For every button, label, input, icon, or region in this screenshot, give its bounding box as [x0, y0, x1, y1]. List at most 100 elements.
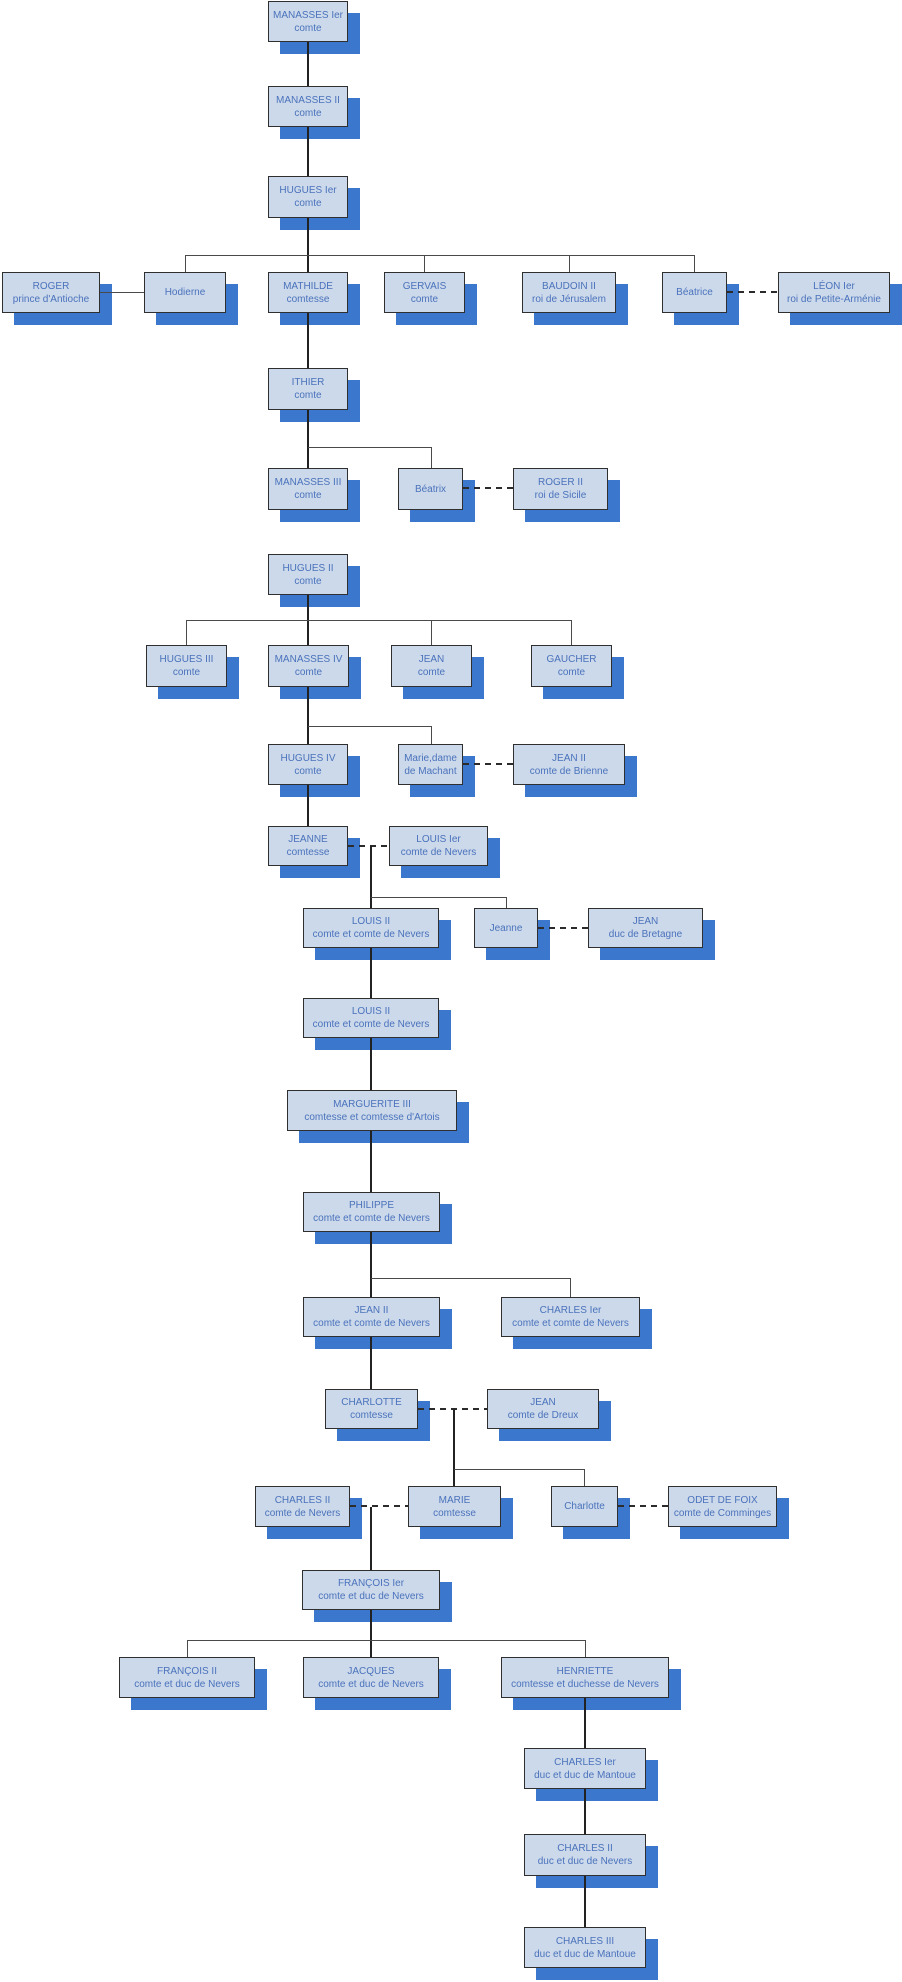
person-title: comtesse: [286, 293, 330, 305]
descent-connector-line: [454, 1468, 584, 1470]
descent-connector-line: [430, 620, 432, 645]
person-name: CHARLOTTE: [341, 1397, 402, 1408]
descent-connector-line: [568, 255, 570, 272]
person-title: comte et comte de Nevers: [313, 1318, 430, 1329]
person-title: comte de Brienne: [529, 765, 609, 777]
person-title: comte de Nevers: [400, 847, 477, 858]
person-name: JEAN: [530, 1397, 556, 1408]
descent-connector-line: [370, 1337, 372, 1389]
marriage-connector-line: [350, 1505, 408, 1507]
person-title: comte: [557, 667, 586, 678]
descent-connector-line: [186, 619, 571, 621]
descent-connector-line: [307, 127, 309, 176]
person-title: comte et comte de Nevers: [312, 1019, 430, 1030]
descent-connector-line: [307, 218, 309, 272]
person-name: FRANÇOIS Ier: [337, 1578, 405, 1589]
person-title: comte et duc de Nevers: [318, 1678, 424, 1690]
person-name: Béatrix: [414, 483, 447, 495]
person-name: ROGER: [32, 280, 70, 292]
person-name: MARGUERITE III: [333, 1098, 411, 1110]
descent-connector-line: [693, 255, 695, 272]
person-name: CHARLES III: [555, 1935, 615, 1947]
person-name: FRANÇOIS II: [156, 1665, 217, 1677]
person-node-hodierne: Hodierne: [144, 272, 226, 313]
person-title: comte et comte de Nevers: [313, 1213, 430, 1224]
descent-connector-line: [187, 1639, 585, 1641]
descent-connector-line: [453, 1409, 455, 1486]
person-node-philippe: PHILIPPE comte et comte de Nevers: [303, 1192, 440, 1232]
person-title: comte et comte de Nevers: [512, 1318, 629, 1329]
person-title: comte: [294, 667, 323, 678]
marriage-connector-line: [463, 763, 513, 765]
descent-connector-line: [370, 948, 372, 998]
person-node-louis-2-b: LOUIS II comte et comte de Nevers: [303, 998, 439, 1038]
person-node-charles-1: CHARLES Ier comte et comte de Nevers: [501, 1297, 640, 1337]
person-name: CHARLES Ier: [554, 1756, 616, 1768]
person-name: CHARLES Ier: [539, 1305, 602, 1316]
person-title: de Machant: [404, 765, 457, 777]
descent-connector-line: [584, 1698, 586, 1748]
person-name: Hodierne: [164, 287, 206, 298]
descent-connector-line: [370, 1232, 372, 1297]
person-title: comte: [417, 667, 446, 678]
person-name: PHILIPPE: [348, 1200, 395, 1211]
person-title: comte: [294, 198, 322, 209]
descent-connector-line: [185, 254, 694, 256]
descent-connector-line: [505, 897, 507, 908]
person-node-jeanne-2: Jeanne: [474, 908, 538, 948]
descent-connector-line: [186, 1640, 188, 1657]
person-name: Charlotte: [564, 1501, 605, 1512]
person-name: BAUDOIN II: [542, 280, 596, 292]
person-name: ITHIER: [291, 377, 325, 388]
person-name: HUGUES IV: [280, 752, 336, 764]
person-node-hugues-1: HUGUES Ier comte: [268, 176, 348, 218]
person-name: HUGUES Ier: [279, 185, 337, 196]
descent-connector-line: [569, 1278, 571, 1297]
marriage-connector-line: [618, 1505, 668, 1507]
person-title: comtesse: [433, 1507, 476, 1519]
descent-connector-line: [430, 726, 432, 744]
descent-connector-line: [371, 896, 506, 898]
person-name: CHARLES II: [557, 1843, 613, 1854]
descent-connector-line: [100, 291, 144, 293]
person-name: MARIE: [438, 1494, 471, 1506]
person-name: LOUIS Ier: [416, 834, 461, 845]
person-title: prince d'Antioche: [12, 293, 90, 305]
descent-connector-line: [308, 725, 431, 727]
person-node-francois-1: FRANÇOIS Ier comte et duc de Nevers: [302, 1570, 440, 1610]
person-title: comte et duc de Nevers: [318, 1591, 424, 1602]
person-title: comte: [294, 107, 322, 119]
descent-connector-line: [423, 255, 425, 272]
person-name: HUGUES III: [159, 654, 214, 665]
person-name: Béatrice: [676, 287, 713, 298]
descent-connector-line: [370, 1507, 372, 1570]
descent-connector-line: [185, 620, 187, 645]
person-name: JEANNE: [288, 834, 328, 845]
person-name: LOUIS II: [351, 1006, 391, 1017]
descent-connector-line: [370, 1610, 372, 1657]
person-title: comtesse et comtesse d'Artois: [304, 1111, 440, 1123]
descent-connector-line: [584, 1876, 586, 1927]
